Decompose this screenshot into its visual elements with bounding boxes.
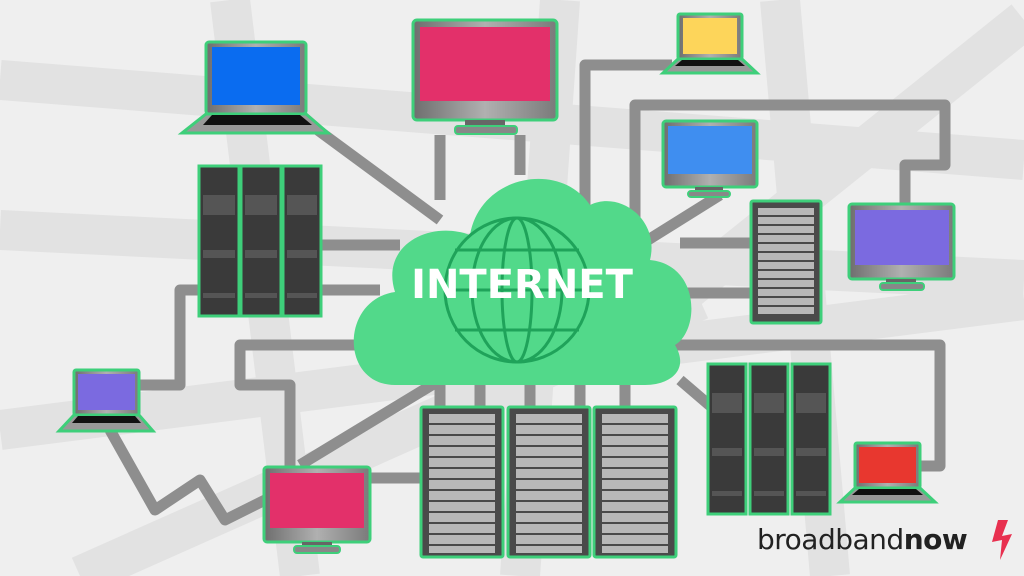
connectors <box>105 59 951 526</box>
tower-cluster-left <box>197 164 323 318</box>
tower-cluster-right <box>706 362 832 516</box>
laptop-blue <box>177 40 333 135</box>
monitor-purple-right <box>847 202 956 291</box>
internet-label: INTERNET <box>411 262 633 308</box>
laptop-purple <box>55 368 157 433</box>
brand-name-regular: broadband <box>757 523 904 556</box>
brand-name-bold: now <box>903 523 968 556</box>
screen <box>212 47 300 105</box>
laptop-red <box>836 441 939 504</box>
monitor-pink-top <box>411 18 559 135</box>
monitor-blue <box>661 119 759 198</box>
server-rack-bottom-3 <box>592 405 678 559</box>
globe-icon <box>443 216 591 364</box>
lightning-bolt-icon <box>992 520 1012 560</box>
laptop-yellow <box>659 12 761 75</box>
server-rack-bottom-2 <box>506 405 592 559</box>
server-rack-right <box>749 199 823 325</box>
server-rack-bottom-1 <box>419 405 505 559</box>
monitor-pink-bottom <box>262 465 372 554</box>
brand-logo: broadbandnow <box>757 523 968 556</box>
internet-cloud <box>353 178 692 385</box>
